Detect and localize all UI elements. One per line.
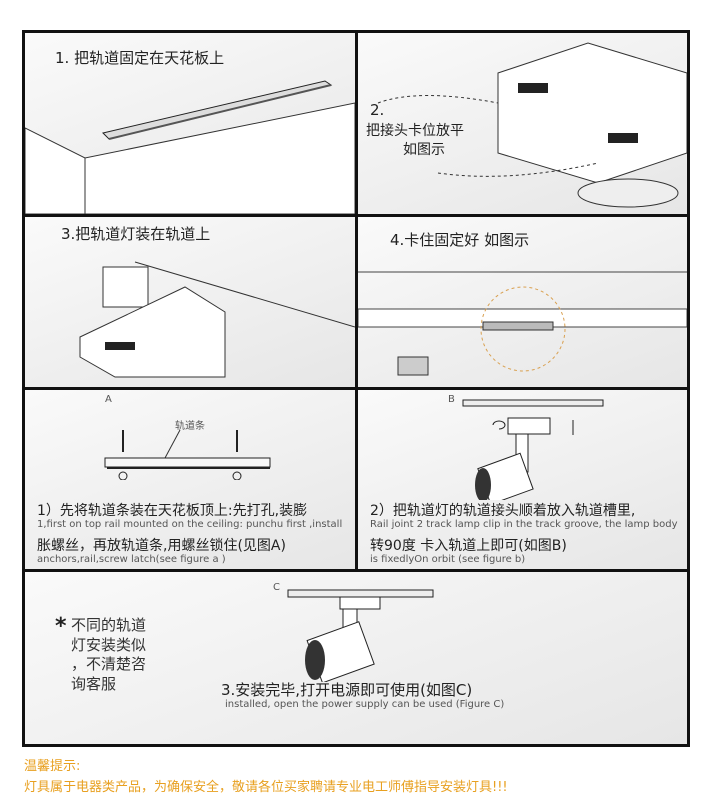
ceiling-rail-illustration	[25, 80, 355, 214]
step-2-number: 2.	[370, 101, 385, 119]
note-line: 询客服	[71, 674, 117, 693]
footer-warning: 灯具属于电器类产品，为确保安全，敬请各位买家聘请专业电工师傅指导安装灯具!!!	[24, 780, 508, 795]
lamp-on-rail-illustration	[79, 261, 355, 378]
note-line: 灯安装类似	[71, 635, 147, 654]
figure-a-en-line-1: 1,first on top rail mounted on the ceili…	[37, 519, 343, 530]
rotate-icon	[492, 420, 506, 430]
figure-c-label: C	[273, 582, 280, 593]
step-2-line-2: 如图示	[403, 142, 445, 158]
footer-title: 温馨提示:	[24, 759, 81, 774]
rail-part-label: 轨道条	[175, 421, 205, 432]
step-4-title: 4.卡住固定好 如图示	[390, 231, 530, 249]
figure-c-cn: 3.安装完毕,打开电源即可使用(如图C)	[221, 681, 473, 699]
panel-step-3: 3.把轨道灯装在轨道上	[25, 217, 355, 387]
step-2-line-1: 把接头卡位放平	[366, 123, 464, 139]
figure-a-rail-diagram	[104, 429, 271, 480]
divider	[25, 387, 687, 390]
note-text: 不同的轨道 灯安装类似 ，不清楚咨 询客服	[71, 616, 146, 694]
figure-a-en-line-2: anchors,rail,screw latch(see figure a )	[37, 554, 226, 565]
figure-b-cn-line-2: 转90度 卡入轨道上即可(如图B)	[370, 538, 567, 554]
figure-b-en-line-2: is fixedlyOn orbit (see figure b)	[370, 554, 526, 565]
figure-b-lamp-diagram	[462, 399, 604, 500]
figure-c-lamp-diagram	[287, 589, 434, 682]
panel-figure-a: A 轨道条 1）先将轨道条装在天花板顶上:先打孔,装膨 1,first on t…	[25, 390, 355, 569]
note-line: ，不清楚咨	[71, 655, 147, 673]
figure-b-cn-line-1: 2）把轨道灯的轨道接头顺着放入轨道槽里,	[370, 503, 636, 519]
figure-b-en-line-1: Rail joint 2 track lamp clip in the trac…	[370, 519, 678, 530]
figure-c-en: installed, open the power supply can be …	[225, 699, 505, 710]
divider	[25, 569, 687, 572]
figure-a-cn-line-1: 1）先将轨道条装在天花板顶上:先打孔,装膨	[37, 503, 308, 519]
instruction-frame: 1. 把轨道固定在天花板上 2. 把接头卡位放平 如图示 3.把轨道灯装在轨道上	[22, 30, 690, 747]
divider	[25, 214, 687, 217]
screw-icon	[118, 430, 128, 480]
screw-icon	[232, 430, 242, 480]
locked-rail-illustration	[358, 271, 687, 376]
figure-a-label: A	[105, 394, 112, 405]
connector-illustration	[377, 42, 687, 208]
step-1-title: 1. 把轨道固定在天花板上	[55, 49, 225, 67]
note-star: *	[55, 614, 67, 639]
panel-step-1: 1. 把轨道固定在天花板上	[25, 33, 355, 214]
step-3-title: 3.把轨道灯装在轨道上	[61, 225, 211, 243]
note-line: 不同的轨道	[71, 616, 147, 634]
panel-step-2: 2. 把接头卡位放平 如图示	[358, 33, 687, 214]
panel-figure-c: C * 不同的轨道 灯安装类似 ，不清楚咨 询客服 3.安装完毕,打开电源即可使…	[25, 572, 687, 744]
figure-b-label: B	[448, 394, 455, 405]
figure-a-cn-line-2: 胀螺丝，再放轨道条,用螺丝锁住(见图A)	[37, 538, 286, 554]
divider	[355, 33, 358, 569]
panel-step-4: 4.卡住固定好 如图示	[358, 217, 687, 387]
panel-figure-b: B 2）把轨道灯的轨道接头顺着放入轨道槽里, Rail joint 2 trac…	[358, 390, 687, 569]
